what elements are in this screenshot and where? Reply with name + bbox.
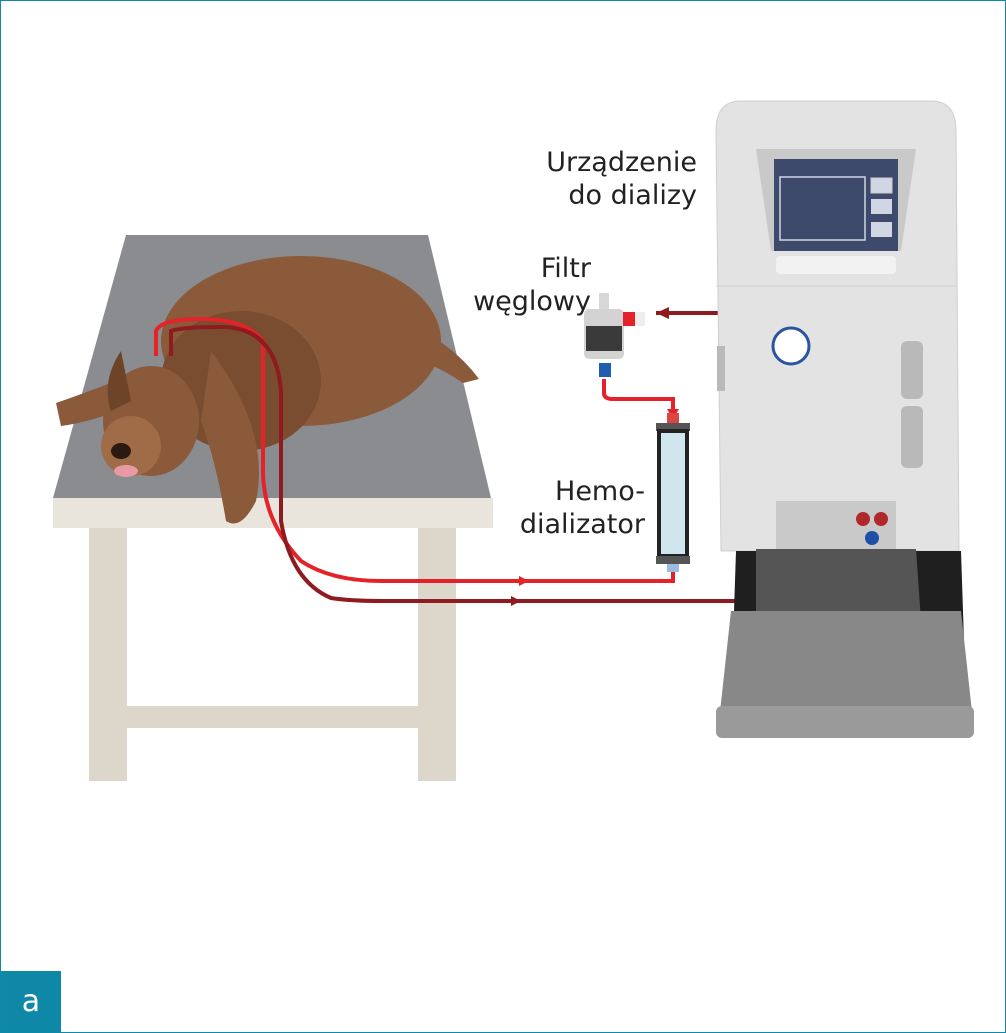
carbon-filter-label: Filtr węglowy: [473, 253, 591, 317]
hemodialyzer: [656, 413, 690, 572]
filter-to-dialyzer-line: [602, 379, 675, 419]
panel-letter: a: [1, 971, 61, 1032]
hemodialyzer-label: Hemo- dializator: [519, 476, 645, 540]
dialysis-machine-label: Urządzenie do dializy: [546, 147, 697, 211]
dialysis-machine: [715, 100, 974, 738]
arterial-line: [154, 316, 675, 583]
carbon-filter: [584, 293, 645, 377]
